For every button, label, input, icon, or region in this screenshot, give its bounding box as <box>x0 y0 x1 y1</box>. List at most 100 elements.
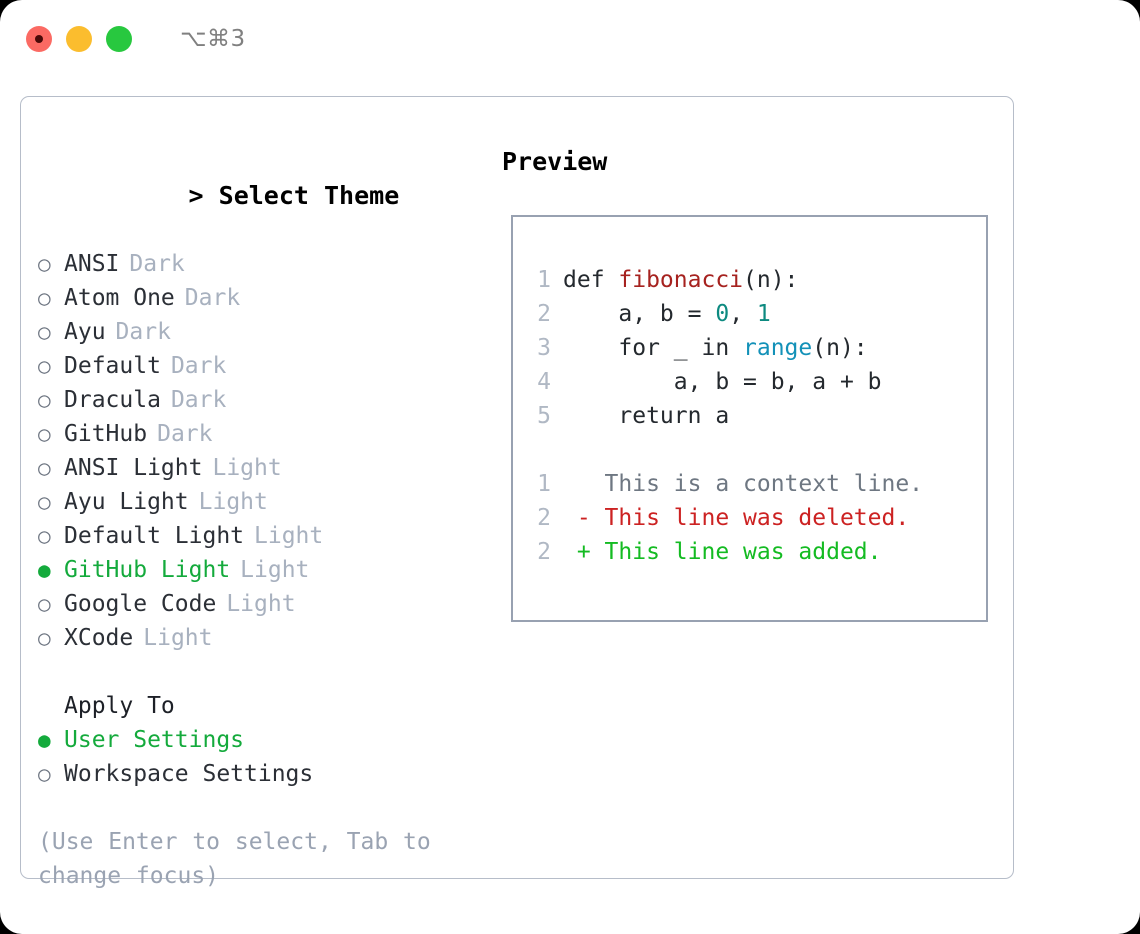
theme-variant-tag: Light <box>226 591 296 617</box>
code-line: 2 a, b = 0, 1 <box>527 297 986 331</box>
title-bar: ⌥⌘3 <box>0 0 1140 78</box>
code-line: 3 for _ in range(n): <box>527 331 986 365</box>
theme-variant-tag: Dark <box>129 251 185 277</box>
diff-line-number: 2 <box>537 505 551 531</box>
diff-line-text: + This line was added. <box>563 539 882 565</box>
radio-unselected-icon: ○ <box>38 626 51 650</box>
theme-variant-tag: Light <box>212 455 282 481</box>
radio-unselected-icon: ○ <box>38 388 51 412</box>
diff-line-text: - This line was deleted. <box>563 505 910 531</box>
keyboard-hint-text: (Use Enter to select, Tab to change focu… <box>38 829 431 889</box>
theme-variant-tag: Light <box>240 557 310 583</box>
maximize-button[interactable] <box>106 26 132 52</box>
code-token-num: 1 <box>756 301 771 327</box>
code-token-num: 0 <box>715 301 730 327</box>
theme-option-label: Default <box>64 353 161 379</box>
theme-variant-tag: Light <box>254 523 324 549</box>
diff-line-text: This is a context line. <box>563 471 924 497</box>
minimize-button[interactable] <box>66 26 92 52</box>
select-theme-heading: > Select Theme <box>38 145 499 247</box>
code-token-plain: a, b = b, a + b <box>563 369 882 395</box>
code-line: 5 return a <box>527 399 986 433</box>
theme-option-label: ANSI Light <box>64 455 203 481</box>
diff-line: 2 - This line was deleted. <box>527 501 986 535</box>
theme-option[interactable]: ○ ANSI Dark <box>38 247 499 281</box>
theme-variant-tag: Dark <box>170 353 227 379</box>
code-token-call: range <box>743 335 813 361</box>
window-controls <box>26 26 132 52</box>
code-line-text: a, b = 0, 1 <box>563 297 771 331</box>
theme-option-label: ANSI <box>64 251 120 277</box>
theme-variant-tag: Dark <box>115 319 171 345</box>
prompt-caret-icon: > <box>188 181 204 210</box>
theme-option-label: Atom One <box>64 285 175 311</box>
theme-option-label: Ayu <box>64 319 106 345</box>
code-token-plain: (n): <box>812 335 868 361</box>
diff-line: 2 + This line was added. <box>527 535 986 569</box>
apply-to-option-label: Workspace Settings <box>64 761 314 787</box>
code-token-plain: (n): <box>743 267 799 293</box>
spacer <box>527 433 986 467</box>
radio-selected-icon: ● <box>38 728 51 752</box>
radio-unselected-icon: ○ <box>38 524 51 548</box>
code-token-plain: def <box>563 267 619 293</box>
code-line-number: 2 <box>537 301 551 327</box>
close-button[interactable] <box>26 26 52 52</box>
radio-unselected-icon: ○ <box>38 354 51 378</box>
code-line: 4 a, b = b, a + b <box>527 365 986 399</box>
theme-variant-tag: Dark <box>184 285 241 311</box>
code-token-plain: , <box>729 301 757 327</box>
radio-unselected-icon: ○ <box>38 252 51 276</box>
theme-option[interactable]: ○ Default Dark <box>38 349 499 383</box>
radio-unselected-icon: ○ <box>38 320 51 344</box>
theme-option-label: Default Light <box>64 523 245 549</box>
theme-option[interactable]: ○ XCode Light <box>38 621 499 655</box>
theme-option-label: Ayu Light <box>64 489 189 515</box>
code-line-number: 4 <box>537 369 551 395</box>
apply-to-list[interactable]: ●User Settings ○ Workspace Settings <box>38 723 499 791</box>
theme-variant-tag: Dark <box>170 387 227 413</box>
theme-variant-tag: Light <box>143 625 213 651</box>
code-line-number: 3 <box>537 335 551 361</box>
theme-option-label: XCode <box>64 625 134 651</box>
spacer <box>38 655 499 689</box>
theme-variant-tag: Dark <box>157 421 213 447</box>
code-line-text: return a <box>563 399 729 433</box>
code-token-plain: a, b = <box>563 301 716 327</box>
radio-unselected-icon: ○ <box>38 592 51 616</box>
apply-to-heading: Apply To <box>64 693 175 719</box>
code-token-plain: return a <box>563 403 730 429</box>
diff-sample: 1 This is a context line.2 - This line w… <box>527 467 986 569</box>
theme-option[interactable]: ○ Ayu Dark <box>38 315 499 349</box>
radio-selected-icon: ● <box>38 558 51 582</box>
radio-unselected-icon: ○ <box>38 286 51 310</box>
radio-unselected-icon: ○ <box>38 490 51 514</box>
diff-line-number: 2 <box>537 539 551 565</box>
theme-option[interactable]: ○ Atom One Dark <box>38 281 499 315</box>
diff-line: 1 This is a context line. <box>527 467 986 501</box>
apply-to-option[interactable]: ○ Workspace Settings <box>38 757 499 791</box>
theme-option-label: GitHub <box>64 421 148 447</box>
keyboard-shortcut-label: ⌥⌘3 <box>180 26 246 52</box>
radio-unselected-icon: ○ <box>38 762 51 786</box>
code-line-text: a, b = b, a + b <box>563 365 882 399</box>
theme-option-label: Dracula <box>64 387 161 413</box>
code-line-number: 5 <box>537 403 551 429</box>
apply-to-option[interactable]: ●User Settings <box>38 723 499 757</box>
code-line-number: 1 <box>537 267 551 293</box>
theme-option[interactable]: ○ Default Light Light <box>38 519 499 553</box>
theme-option[interactable]: ○ Dracula Dark <box>38 383 499 417</box>
